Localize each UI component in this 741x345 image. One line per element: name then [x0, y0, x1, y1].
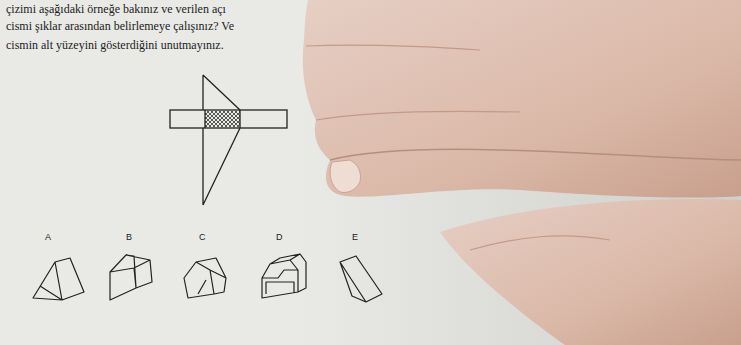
option-letter: D	[276, 233, 283, 242]
option-shapes	[33, 254, 382, 302]
main-figure	[170, 75, 287, 205]
option-letter: E	[352, 233, 358, 242]
option-letter: B	[126, 233, 132, 242]
instruction-line: cismin alt yüzeyini gösterdiğini unutmay…	[6, 39, 224, 51]
instruction-line: çizimi aşağıdaki örneğe bakınız ve veril…	[6, 3, 226, 15]
option-letter: A	[45, 233, 51, 242]
instruction-line: cismi şıklar arasından belirlemeye çalış…	[6, 20, 234, 32]
option-letter: C	[199, 233, 206, 242]
hand-photo	[303, 0, 741, 345]
